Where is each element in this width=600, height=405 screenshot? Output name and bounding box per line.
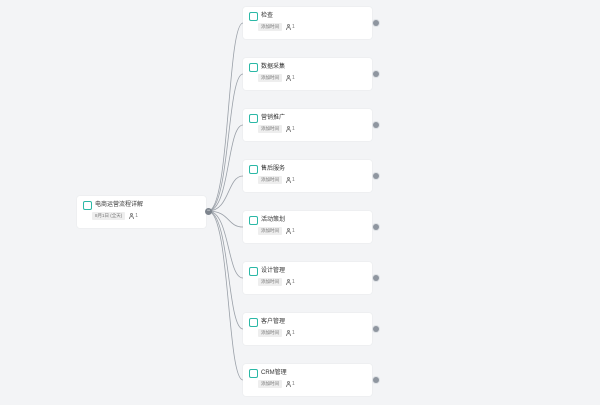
assignee-count: 1 [292,381,295,387]
child-node-card[interactable]: 数据采集 添加时间 1 [243,58,372,90]
child-node-date[interactable]: 添加时间 [258,278,282,286]
child-node-card[interactable]: 活动策划 添加时间 1 [243,211,372,243]
user-icon [286,177,291,183]
child-node-card[interactable]: 设计管理 添加时间 1 [243,262,372,294]
checkbox-icon[interactable] [249,114,258,123]
user-icon [286,75,291,81]
connector-line [207,175,244,212]
checkbox-icon[interactable] [249,165,258,174]
child-node-assignee[interactable]: 1 [286,24,295,30]
child-node-assignee[interactable]: 1 [286,75,295,81]
connector-line [207,22,244,212]
expand-icon[interactable] [373,71,379,77]
checkbox-icon[interactable] [249,267,258,276]
root-node-meta: 8月1日 (全天) 1 [92,212,138,220]
child-node-date[interactable]: 添加时间 [258,380,282,388]
child-node-card[interactable]: 客户管理 添加时间 1 [243,313,372,345]
root-node-card[interactable]: 电商运营流程详解 8月1日 (全天) 1 [77,196,206,228]
child-node-meta: 添加时间 1 [258,227,295,235]
user-icon [129,213,135,219]
checkbox-icon[interactable] [249,216,258,225]
child-node-date[interactable]: 添加时间 [258,23,282,31]
connector-line [207,210,244,381]
expand-icon[interactable] [373,173,379,179]
connector-line [207,210,244,228]
user-icon [286,24,291,30]
expand-icon[interactable] [373,20,379,26]
expand-icon[interactable] [373,275,379,281]
connector-line [207,210,244,279]
expand-icon[interactable] [373,377,379,383]
child-node-title: 营销推广 [261,115,286,121]
assignee-count: 1 [292,330,295,336]
child-node-title: 检查 [261,13,274,19]
child-node-meta: 添加时间 1 [258,176,295,184]
user-icon [286,330,291,336]
checkbox-icon[interactable] [249,318,258,327]
child-node-title: 售后服务 [261,166,286,172]
child-node-card[interactable]: CRM管理 添加时间 1 [243,364,372,396]
child-node-title: CRM管理 [261,370,287,376]
child-node-card[interactable]: 营销推广 添加时间 1 [243,109,372,141]
child-node-card[interactable]: 检查 添加时间 1 [243,7,372,39]
assignee-count: 1 [292,228,295,234]
child-node-meta: 添加时间 1 [258,278,295,286]
child-node-date[interactable]: 添加时间 [258,227,282,235]
child-node-date[interactable]: 添加时间 [258,329,282,337]
expand-icon[interactable] [373,224,379,230]
assignee-count: 1 [292,279,295,285]
root-node-date[interactable]: 8月1日 (全天) [92,212,126,220]
checkbox-icon[interactable] [249,63,258,72]
child-node-assignee[interactable]: 1 [286,228,295,234]
child-node-date[interactable]: 添加时间 [258,125,282,133]
assignee-count: 1 [292,75,295,81]
child-node-date[interactable]: 添加时间 [258,74,282,82]
user-icon [286,279,291,285]
expand-icon[interactable] [373,122,379,128]
child-node-assignee[interactable]: 1 [286,126,295,132]
assignee-count: 1 [135,213,139,219]
connector-line [207,210,244,330]
child-node-meta: 添加时间 1 [258,74,295,82]
child-node-meta: 添加时间 1 [258,23,295,31]
root-node-assignee[interactable]: 1 [129,213,138,219]
child-node-assignee[interactable]: 1 [286,177,295,183]
user-icon [286,228,291,234]
connector-line [207,124,244,212]
assignee-count: 1 [292,126,295,132]
user-icon [286,126,291,132]
checkbox-icon[interactable] [249,369,258,378]
child-node-assignee[interactable]: 1 [286,279,295,285]
child-node-title: 设计管理 [261,268,286,274]
child-node-card[interactable]: 售后服务 添加时间 1 [243,160,372,192]
user-icon [286,381,291,387]
child-node-meta: 添加时间 1 [258,329,295,337]
child-node-meta: 添加时间 1 [258,125,295,133]
expand-icon[interactable] [373,326,379,332]
child-node-assignee[interactable]: 1 [286,330,295,336]
assignee-count: 1 [292,24,295,30]
checkbox-icon[interactable] [83,201,92,210]
child-node-title: 活动策划 [261,217,286,223]
collapse-icon[interactable]: − [205,208,212,215]
root-node-title: 电商运营流程详解 [95,202,144,208]
child-node-date[interactable]: 添加时间 [258,176,282,184]
child-node-title: 客户管理 [261,319,286,325]
child-node-title: 数据采集 [261,64,286,70]
assignee-count: 1 [292,177,295,183]
child-node-meta: 添加时间 1 [258,380,295,388]
child-node-assignee[interactable]: 1 [286,381,295,387]
connector-line [207,73,244,212]
checkbox-icon[interactable] [249,12,258,21]
